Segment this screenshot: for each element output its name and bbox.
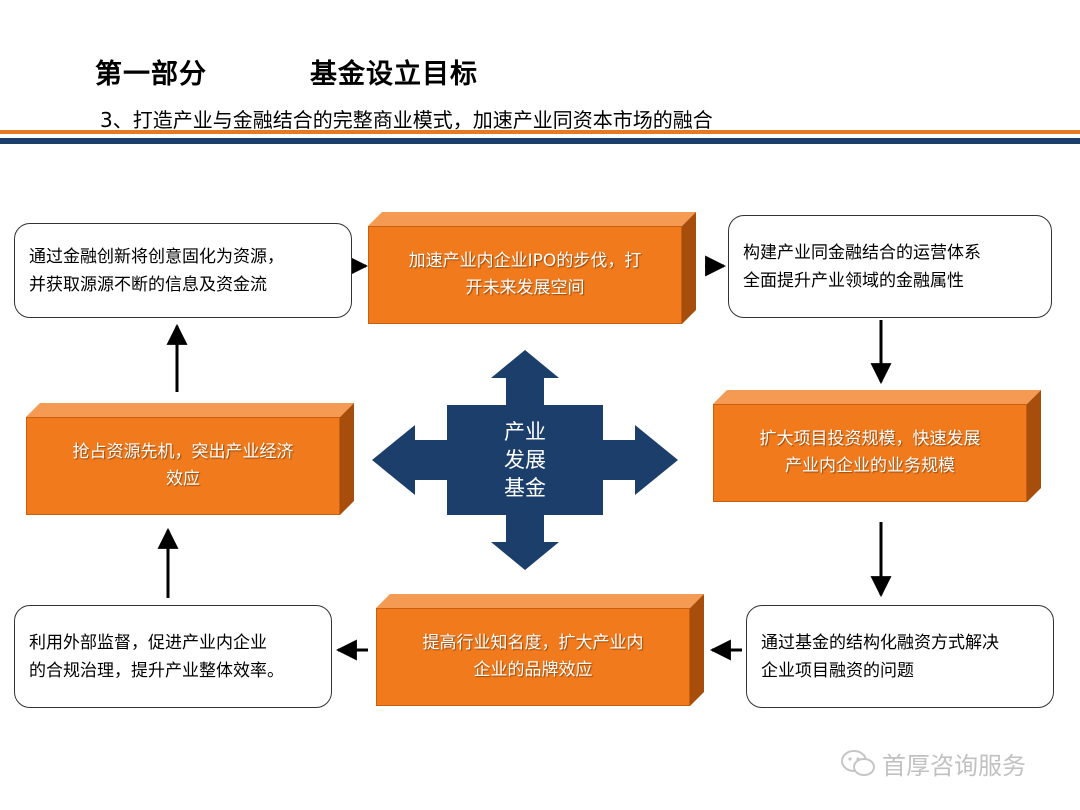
box-bottom-right-line-1: 通过基金的结构化融资方式解决 bbox=[761, 632, 999, 653]
box-bottom-left: 利用外部监督，促进产业内企业 的合规治理，提升产业整体效率。 bbox=[14, 605, 332, 708]
watermark-text: 首厚咨询服务 bbox=[882, 751, 1026, 780]
wechat-icon bbox=[841, 750, 875, 776]
watermark: 首厚咨询服务 bbox=[840, 745, 1026, 781]
box-bottom-center: 提高行业知名度，扩大产业内 企业的品牌效应 bbox=[376, 594, 704, 706]
header-divider-blue bbox=[0, 138, 1080, 144]
box-top-left-line-1: 通过金融创新将创意固化为资源， bbox=[29, 246, 284, 267]
box-top-right-line-1: 构建产业同金融结合的运营体系 bbox=[743, 242, 981, 263]
center-label: 产业 发展 基金 bbox=[447, 405, 603, 515]
box-bottom-left-line-1: 利用外部监督，促进产业内企业 bbox=[29, 632, 267, 653]
box-top-right: 构建产业同金融结合的运营体系 全面提升产业领域的金融属性 bbox=[728, 215, 1052, 318]
box-mid-right-line-1: 扩大项目投资规模，快速发展 bbox=[759, 429, 981, 449]
center-line-2: 发展 bbox=[504, 448, 546, 472]
box-mid-right-line-2: 产业内企业的业务规模 bbox=[785, 456, 955, 476]
section-label: 第一部分 bbox=[95, 59, 207, 90]
box-mid-left-line-1: 抢占资源先机，突出产业经济 bbox=[72, 442, 294, 462]
box-mid-left: 抢占资源先机，突出产业经济 效应 bbox=[26, 403, 354, 515]
box-mid-left-line-2: 效应 bbox=[166, 469, 200, 489]
box-bottom-right: 通过基金的结构化融资方式解决 企业项目融资的问题 bbox=[746, 605, 1054, 708]
box-bottom-left-line-2: 的合规治理，提升产业整体效率。 bbox=[29, 660, 284, 681]
center-line-1: 产业 bbox=[504, 420, 546, 444]
box-bottom-center-line-1: 提高行业知名度，扩大产业内 bbox=[422, 633, 644, 653]
box-bottom-center-line-2: 企业的品牌效应 bbox=[473, 660, 593, 680]
header-divider-orange bbox=[0, 130, 1080, 134]
box-bottom-right-line-2: 企业项目融资的问题 bbox=[761, 660, 914, 681]
center-cross bbox=[372, 350, 678, 570]
box-top-left: 通过金融创新将创意固化为资源， 并获取源源不断的信息及资金流 bbox=[14, 223, 352, 318]
subtitle: 3、打造产业与金融结合的完整商业模式，加速产业同资本市场的融合 bbox=[100, 108, 713, 132]
box-top-center-line-1: 加速产业内企业IPO的步伐，打 bbox=[408, 251, 642, 271]
box-top-right-line-2: 全面提升产业领域的金融属性 bbox=[743, 270, 964, 291]
center-line-3: 基金 bbox=[504, 476, 546, 500]
topic-label: 基金设立目标 bbox=[310, 59, 478, 90]
box-top-left-line-2: 并获取源源不断的信息及资金流 bbox=[29, 274, 267, 295]
box-top-center: 加速产业内企业IPO的步伐，打 开未来发展空间 bbox=[368, 212, 696, 324]
box-top-center-line-2: 开未来发展空间 bbox=[465, 278, 585, 298]
box-mid-right: 扩大项目投资规模，快速发展 产业内企业的业务规模 bbox=[713, 390, 1041, 502]
